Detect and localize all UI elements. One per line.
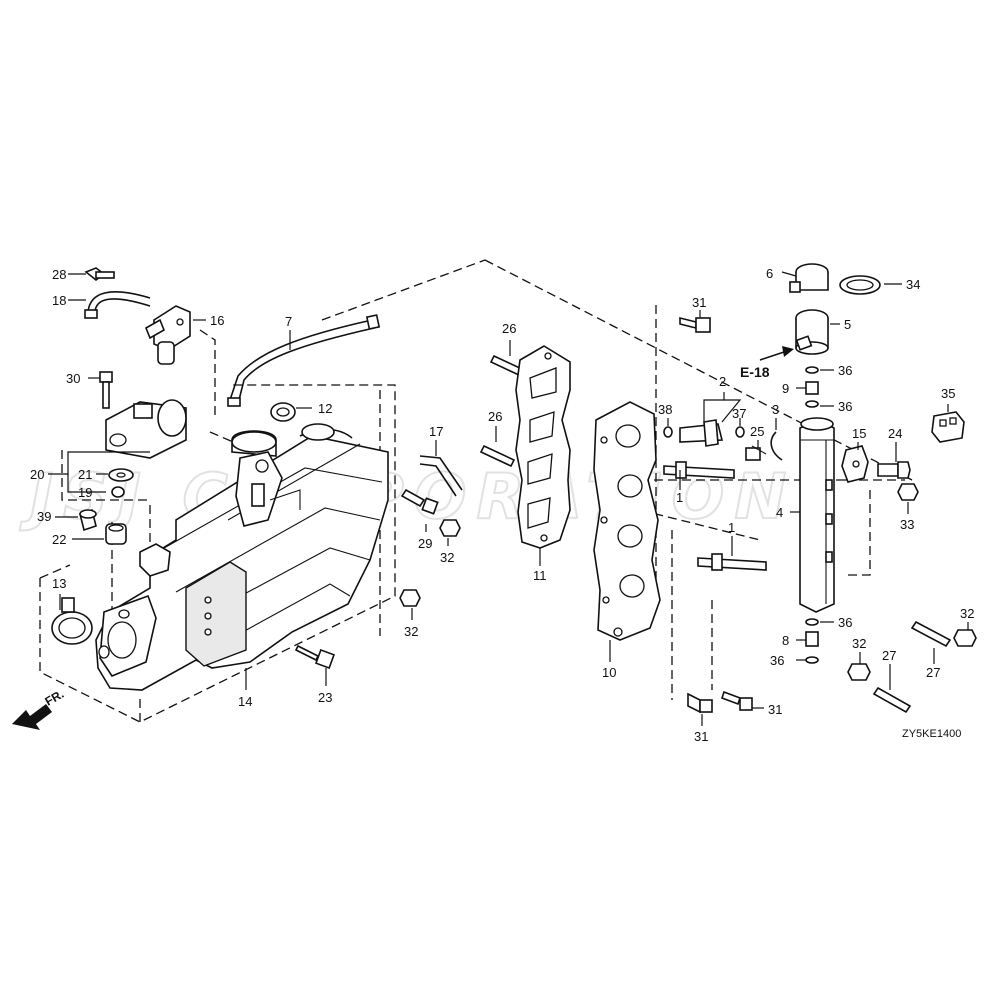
- long-stud-bolts-part: [663, 461, 767, 571]
- callout-5: 5: [844, 317, 851, 332]
- callout-29: 29: [418, 536, 432, 551]
- vacuum-tube-part: [419, 455, 463, 497]
- callout-31-b: 31: [694, 729, 708, 744]
- callout-16: 16: [210, 313, 224, 328]
- callout-38: 38: [658, 402, 672, 417]
- callout-7: 7: [285, 314, 292, 329]
- callout-23: 23: [318, 690, 332, 705]
- callout-36-b: 36: [838, 399, 852, 414]
- callout-32-d: 32: [852, 636, 866, 651]
- air-valve-part: [84, 267, 191, 365]
- callout-15: 15: [852, 426, 866, 441]
- bolts-and-nuts-left: [294, 488, 461, 669]
- diagram-code: ZY5KE1400: [902, 728, 961, 740]
- callout-1-a: 1: [676, 490, 683, 505]
- callout-31-c: 31: [768, 702, 782, 717]
- callout-9: 9: [782, 381, 789, 396]
- callout-17: 17: [429, 424, 443, 439]
- flange-bolts-part: [679, 316, 753, 714]
- callout-28: 28: [52, 267, 66, 282]
- callout-20: 20: [30, 467, 44, 482]
- callout-12: 12: [318, 401, 332, 416]
- intake-manifold-part: [95, 423, 389, 691]
- callout-18: 18: [52, 293, 66, 308]
- callout-1-b: 1: [728, 520, 735, 535]
- reference-arrow: [759, 346, 794, 361]
- leader-lines: [48, 271, 969, 726]
- cap-and-grommet-part: [79, 508, 127, 545]
- stud-bolts-part: [479, 354, 526, 468]
- callout-34: 34: [906, 277, 920, 292]
- callout-26-b: 26: [488, 409, 502, 424]
- callout-35: 35: [941, 386, 955, 401]
- callout-labels: 28 18 16 30 7 12 20 21 19 39 22 13 14 23…: [30, 266, 974, 744]
- front-direction-arrow: [12, 704, 52, 730]
- callout-27-b: 27: [882, 648, 896, 663]
- callout-24: 24: [888, 426, 902, 441]
- callout-2: 2: [719, 374, 726, 389]
- callout-25: 25: [750, 424, 764, 439]
- idle-control-valve-part: [99, 371, 187, 498]
- reference-label: E-18: [740, 364, 770, 380]
- injector-base-part: [593, 401, 661, 641]
- callout-32-b: 32: [404, 624, 418, 639]
- callout-19: 19: [78, 485, 92, 500]
- callout-3: 3: [772, 402, 779, 417]
- callout-37: 37: [732, 406, 746, 421]
- throttle-body-part: [231, 430, 301, 527]
- fuel-injector-part: [663, 419, 783, 461]
- callout-31-a: 31: [692, 295, 706, 310]
- studs-and-nuts-right: [847, 620, 977, 714]
- breather-hose-part: [227, 314, 381, 407]
- callout-36-c: 36: [838, 615, 852, 630]
- callout-36-a: 36: [838, 363, 852, 378]
- callout-27-a: 27: [926, 665, 940, 680]
- seal-ring-part: [270, 402, 296, 422]
- gasket-part: [515, 345, 571, 549]
- callout-6: 6: [766, 266, 773, 281]
- callout-26-a: 26: [502, 321, 516, 336]
- connector-and-bracket-part: [841, 411, 965, 501]
- callout-13: 13: [52, 576, 66, 591]
- callout-32-c: 32: [960, 606, 974, 621]
- callout-22: 22: [52, 532, 66, 547]
- callout-11: 11: [533, 568, 547, 583]
- callout-32-a: 32: [440, 550, 454, 565]
- callout-36-d: 36: [770, 653, 784, 668]
- callout-30: 30: [66, 371, 80, 386]
- callout-39: 39: [37, 509, 51, 524]
- callout-14: 14: [238, 694, 252, 709]
- callout-33: 33: [900, 517, 914, 532]
- fuel-rail-part: [799, 417, 835, 613]
- hose-clamp-part: [51, 597, 93, 645]
- callout-8: 8: [782, 633, 789, 648]
- callout-4: 4: [776, 505, 783, 520]
- callout-21: 21: [78, 467, 92, 482]
- pressure-regulator-part: [789, 263, 881, 355]
- callout-10: 10: [602, 665, 616, 680]
